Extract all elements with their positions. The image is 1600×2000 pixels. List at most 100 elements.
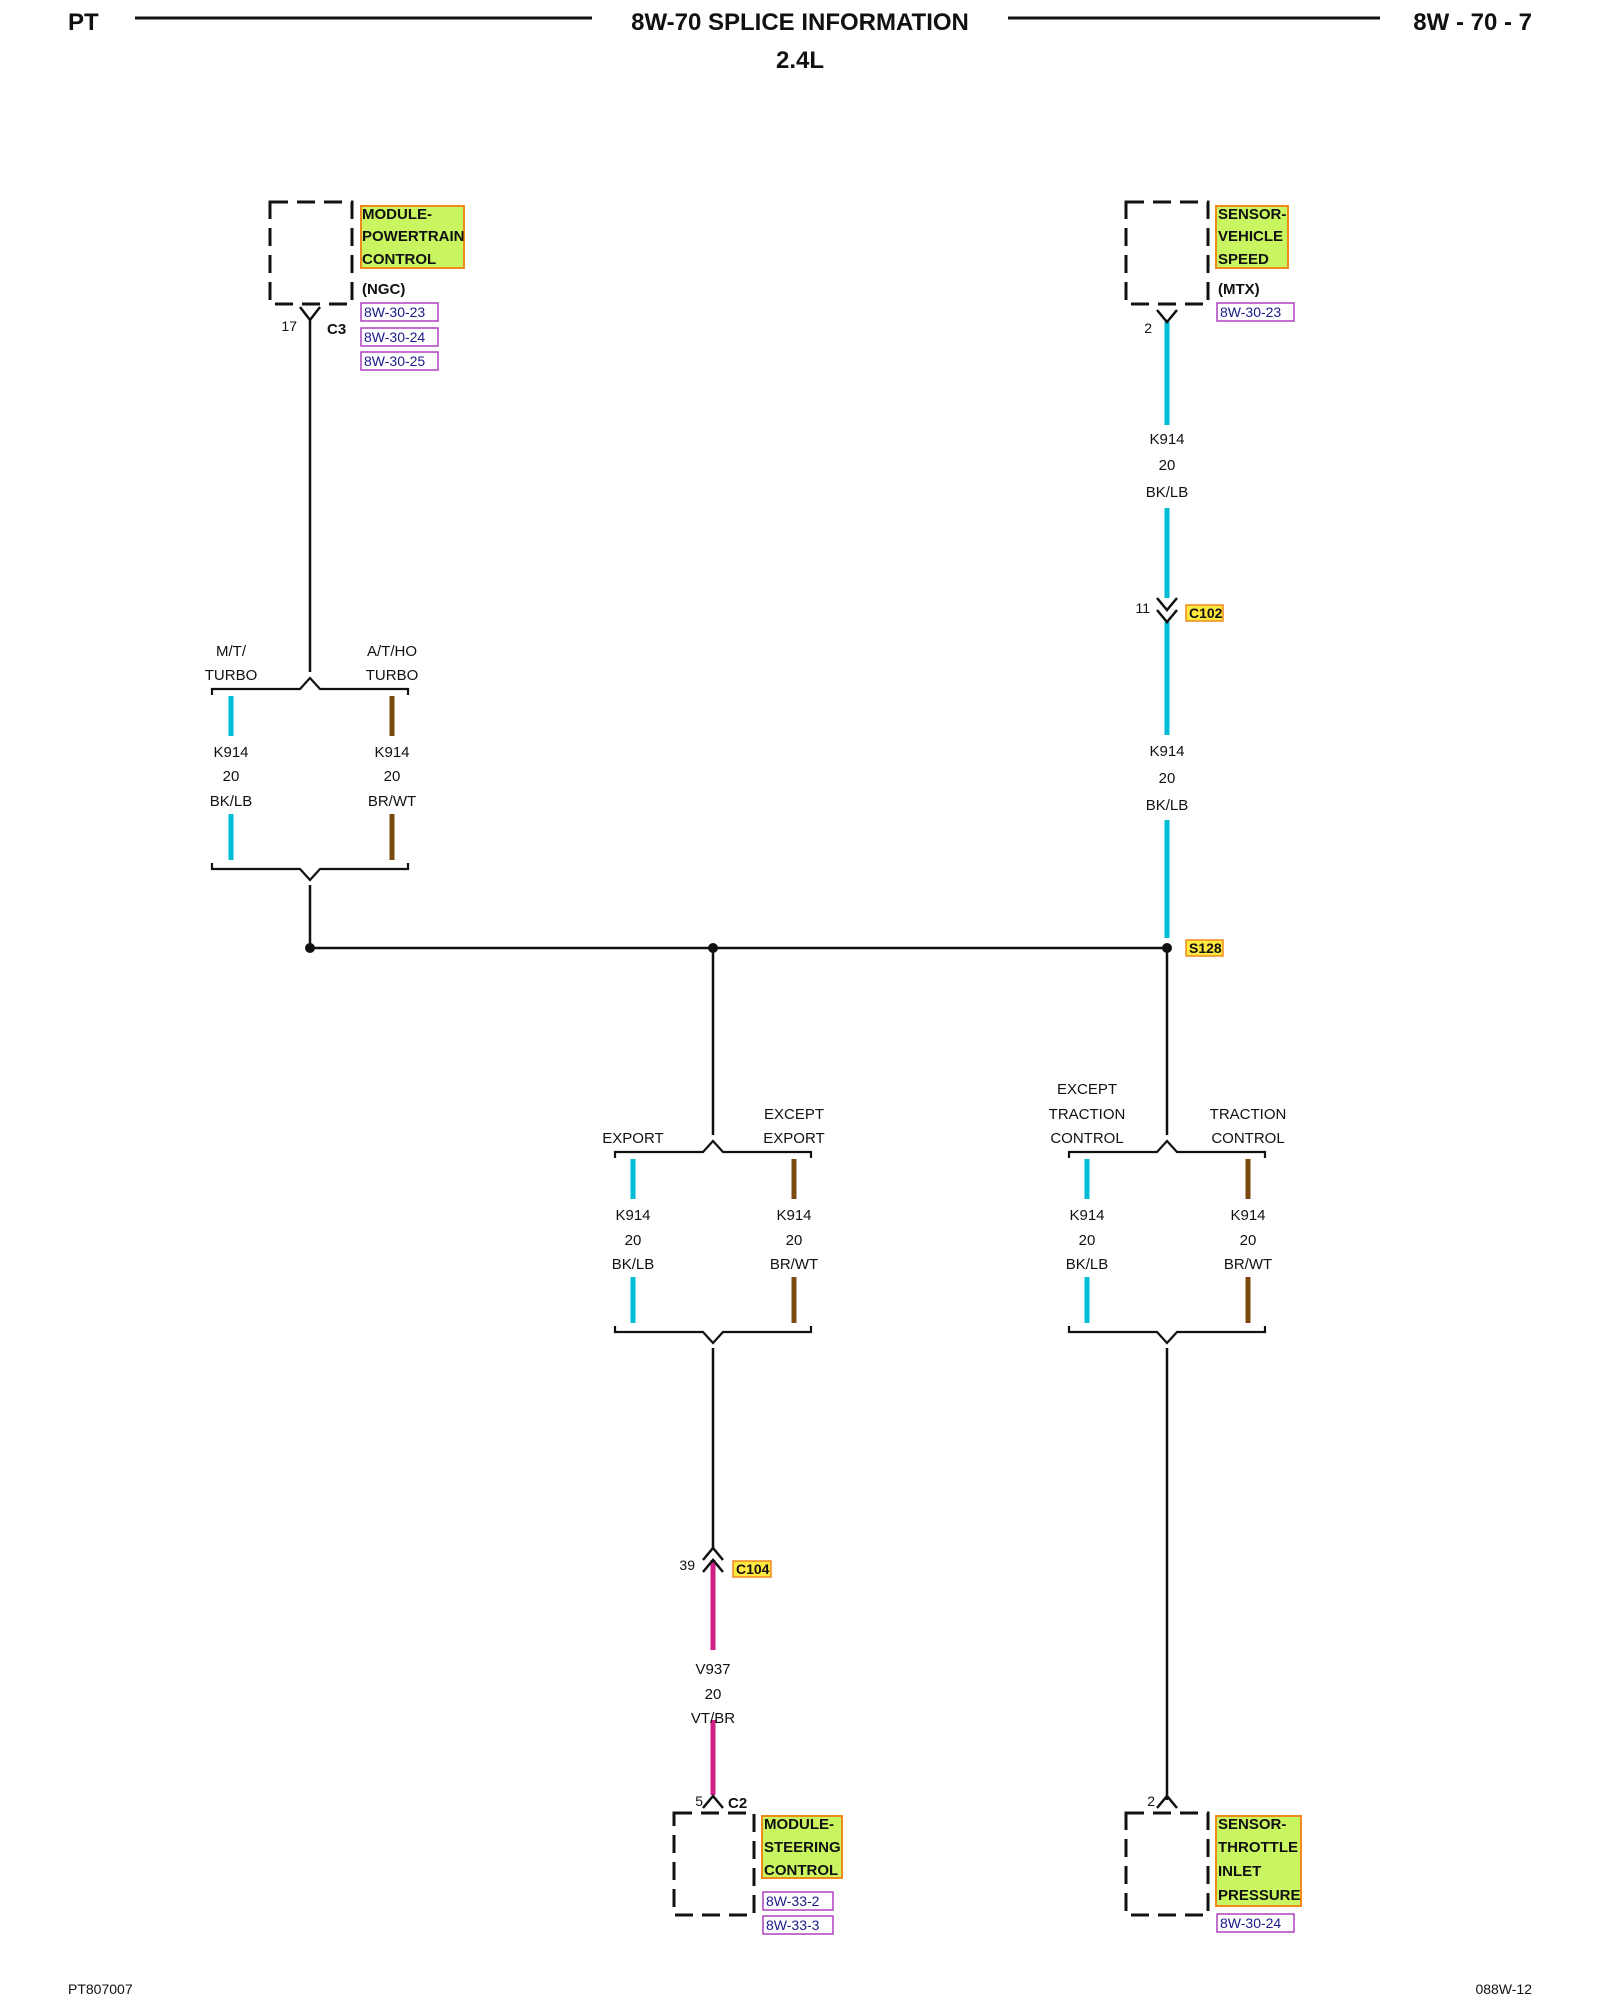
wire-color: BK/LB — [210, 793, 253, 810]
wire-gauge: 20 — [1159, 770, 1176, 787]
vss-label-line1: SENSOR- — [1218, 206, 1286, 223]
splice-dot — [708, 943, 718, 953]
steering-ref-box — [762, 1891, 834, 1911]
wire-color: VT/BR — [691, 1710, 735, 1727]
wire-color: BK/LB — [1146, 484, 1189, 501]
pcm-connector: C3 — [327, 321, 346, 338]
c102-pin: 11 — [1135, 600, 1150, 616]
option-labels: M/T/ TURBO A/T/HO TURBO EXPORT EXCEPT EX… — [205, 643, 1287, 1147]
throttle-label-line3: INLET — [1218, 1863, 1261, 1880]
splice-name: S128 — [1189, 940, 1222, 956]
option-export: EXPORT — [602, 1130, 663, 1147]
wire-color: BK/LB — [1066, 1256, 1109, 1273]
option-braces — [210, 676, 1267, 1345]
header-page: 8W - 70 - 7 — [1413, 9, 1532, 36]
c104-pin: 39 — [679, 1557, 695, 1573]
wire-gauge: 20 — [625, 1232, 642, 1249]
colored-wires — [228, 322, 1251, 1795]
throttle-pin: 2 — [1147, 1793, 1155, 1809]
steering-label-line3: CONTROL — [764, 1862, 838, 1879]
wire-circuit: K914 — [1230, 1207, 1265, 1224]
throttle-label-line2: THROTTLE — [1218, 1839, 1298, 1856]
steering-ref-link[interactable]: 8W-33-2 — [766, 1893, 820, 1909]
wire-color: BR/WT — [1224, 1256, 1272, 1273]
vss-box — [1124, 200, 1210, 306]
c104-tag-box — [732, 1560, 772, 1578]
wire-circuit: K914 — [615, 1207, 650, 1224]
option-atho-turbo-line1: A/T/HO — [367, 643, 417, 660]
pcm-ref-link[interactable]: 8W-30-24 — [364, 329, 425, 345]
wire-gauge: 20 — [1079, 1232, 1096, 1249]
option-except-traction-line2: TRACTION — [1049, 1106, 1126, 1123]
pcm-ref-link[interactable]: 8W-30-25 — [364, 353, 425, 369]
wire-color: BR/WT — [770, 1256, 818, 1273]
wire-gauge: 20 — [223, 768, 240, 785]
pcm-ref-link[interactable]: 8W-30-23 — [364, 304, 425, 320]
splice-dot — [305, 943, 315, 953]
throttle-ref-link[interactable]: 8W-30-24 — [1220, 1915, 1281, 1931]
header-subtitle: 2.4L — [776, 47, 824, 74]
steering-label-line1: MODULE- — [764, 1816, 834, 1833]
wire-circuit: K914 — [776, 1207, 811, 1224]
vss-label-line2: VEHICLE — [1218, 228, 1283, 245]
c102-name: C102 — [1189, 605, 1223, 621]
throttle-ref-box — [1216, 1913, 1295, 1933]
steering-pin: 5 — [695, 1793, 703, 1809]
option-except-traction-line3: CONTROL — [1050, 1130, 1123, 1147]
pcm-ref-box — [360, 327, 439, 347]
steering-box — [672, 1811, 756, 1917]
c104-name: C104 — [736, 1561, 770, 1577]
c102-tag-box — [1185, 604, 1224, 622]
header-title: 8W-70 SPLICE INFORMATION — [631, 9, 969, 36]
option-except-export-line2: EXPORT — [763, 1130, 824, 1147]
pcm-qualifier: (NGC) — [362, 281, 405, 298]
wire-gauge: 20 — [1240, 1232, 1257, 1249]
splice-dot-s128 — [1162, 943, 1172, 953]
component-boxes — [268, 200, 1210, 1917]
pcm-label-line1: MODULE- — [362, 206, 432, 223]
wire-circuit: K914 — [1149, 431, 1184, 448]
pcm-pin: 17 — [281, 318, 297, 334]
vss-ref-link[interactable]: 8W-30-23 — [1220, 304, 1281, 320]
pcm-label-line2: POWERTRAIN — [362, 228, 465, 245]
steering-ref-link[interactable]: 8W-33-3 — [766, 1917, 820, 1933]
vss-label-box — [1215, 205, 1289, 269]
wire-circuit: K914 — [1069, 1207, 1104, 1224]
vss-qualifier: (MTX) — [1218, 281, 1260, 298]
pcm-label-line3: CONTROL — [362, 251, 436, 268]
wire-color: BK/LB — [612, 1256, 655, 1273]
pcm-ref-box — [360, 302, 439, 322]
header-left: PT — [68, 9, 99, 36]
footer-right: 088W-12 — [1475, 1981, 1532, 1997]
vss-ref-box — [1216, 302, 1295, 322]
wire-gauge: 20 — [384, 768, 401, 785]
wire-color: BK/LB — [1146, 797, 1189, 814]
option-except-export-line1: EXCEPT — [764, 1106, 824, 1123]
wire-circuit: K914 — [374, 744, 409, 761]
throttle-label-line1: SENSOR- — [1218, 1816, 1286, 1833]
vss-label-line3: SPEED — [1218, 251, 1269, 268]
vss-pin: 2 — [1144, 320, 1152, 336]
option-atho-turbo-line2: TURBO — [366, 667, 419, 684]
wire-color: BR/WT — [368, 793, 416, 810]
steering-label-box — [761, 1815, 843, 1879]
pcm-label-box — [360, 205, 465, 269]
wire-gauge: 20 — [1159, 457, 1176, 474]
option-traction-line1: TRACTION — [1210, 1106, 1287, 1123]
wire-gauge: 20 — [705, 1686, 722, 1703]
wire-gauge: 20 — [786, 1232, 803, 1249]
option-except-traction-line1: EXCEPT — [1057, 1081, 1117, 1098]
steering-label-line2: STEERING — [764, 1839, 841, 1856]
throttle-label-box — [1215, 1815, 1302, 1907]
pcm-box — [268, 200, 354, 306]
throttle-label-line4: PRESSURE — [1218, 1887, 1301, 1904]
wire-labels: K914 20 BK/LB K914 20 BK/LB K914 20 BK/L… — [210, 431, 1272, 1727]
footer-left: PT807007 — [68, 1981, 133, 1997]
wire-circuit: K914 — [1149, 743, 1184, 760]
connector-symbols — [299, 306, 1178, 1809]
wire-circuit: K914 — [213, 744, 248, 761]
s128-tag-box — [1185, 939, 1224, 957]
wire-circuit: V937 — [695, 1661, 730, 1678]
main-wiring — [308, 320, 1169, 1800]
